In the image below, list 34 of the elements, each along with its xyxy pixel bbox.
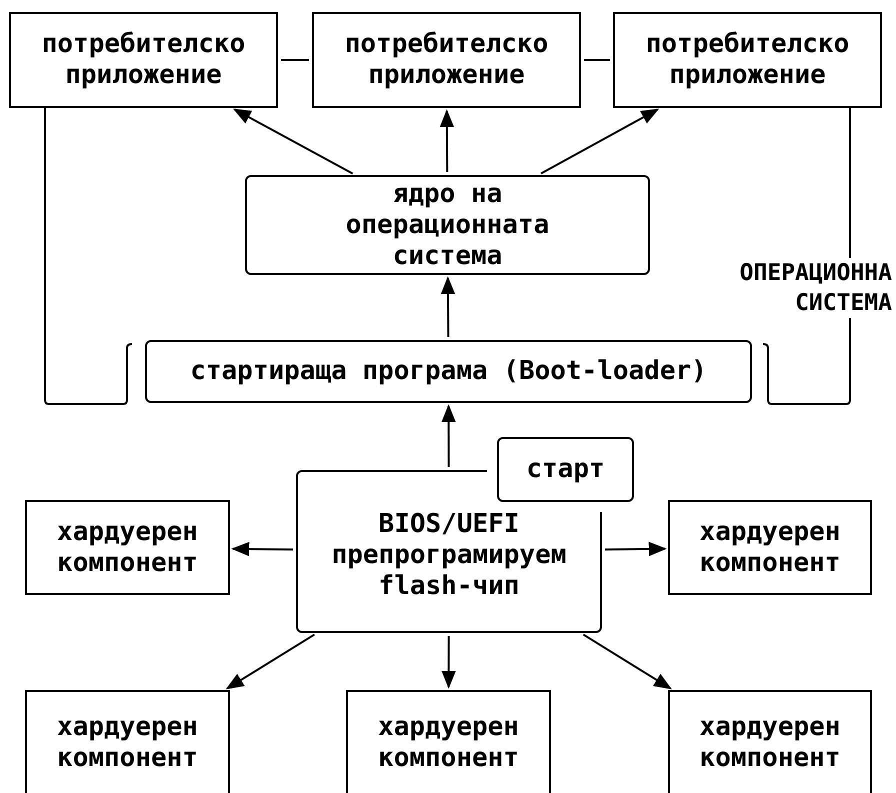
process-box (668, 690, 872, 793)
process-box (668, 500, 872, 595)
arrow (226, 634, 315, 690)
box-label: ядро на операционната система (344, 178, 550, 272)
box-label: хардуерен компонент (377, 712, 520, 774)
process-box (25, 690, 230, 793)
process-box (312, 12, 581, 108)
box-label: потребителско приложение (644, 29, 850, 91)
box-label: потребителско приложение (344, 29, 550, 91)
arrow (440, 276, 456, 337)
connector-line (281, 59, 309, 61)
box-label: хардуерен компонент (698, 516, 842, 578)
arrow (231, 542, 294, 556)
box-label: хардуерен компонент (56, 516, 199, 578)
arrow (582, 634, 672, 690)
connector-line (584, 59, 610, 61)
process-box (9, 12, 278, 108)
box-label: потребителско приложение (40, 29, 246, 91)
arrow (604, 542, 667, 556)
process-box (25, 500, 230, 595)
box-label: стартираща програма (Boot-loader) (189, 356, 708, 387)
box-label: старт (525, 454, 606, 485)
box-label: BIOS/UEFI препрограмируем flash-чип (330, 509, 568, 602)
process-box (145, 340, 752, 403)
process-box (613, 12, 882, 108)
arrow (441, 404, 456, 467)
arrow (233, 108, 354, 174)
arrow (440, 109, 454, 172)
arrow (442, 636, 456, 689)
process-box (346, 690, 551, 793)
box-label: хардуерен компонент (56, 712, 199, 774)
arrow (540, 108, 660, 174)
box-label: хардуерен компонент (698, 712, 842, 774)
process-box (245, 175, 650, 275)
